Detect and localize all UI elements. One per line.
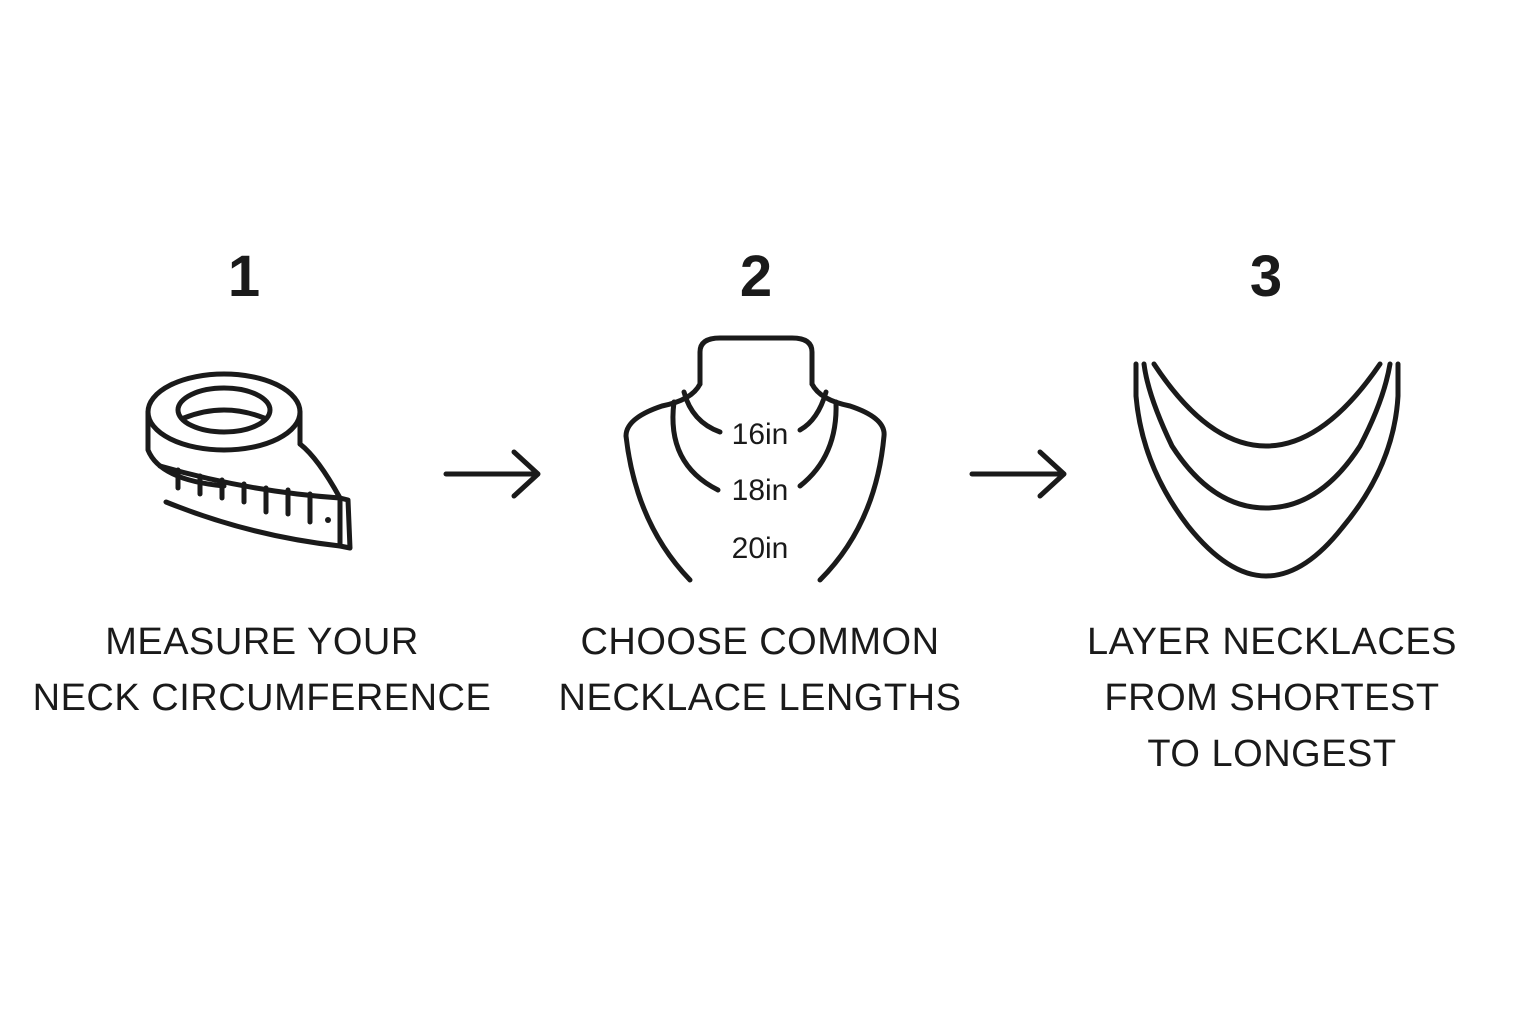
step-3-caption-line-2: FROM SHORTEST: [1104, 677, 1440, 719]
step-2-number: 2: [739, 244, 773, 309]
length-20in-label: 20in: [732, 532, 789, 565]
step-1-caption: MEASURE YOUR NECK CIRCUMFERENCE: [12, 614, 512, 726]
measuring-tape-icon: [145, 371, 353, 551]
step-1-caption-line-2: NECK CIRCUMFERENCE: [32, 677, 492, 719]
arrow-right-icon: [443, 449, 541, 499]
step-3-caption-line-3: TO LONGEST: [1147, 733, 1397, 775]
length-16in-label: 16in: [732, 418, 789, 451]
step-1-number: 1: [227, 244, 261, 309]
step-2-caption-line-1: CHOOSE COMMON: [580, 621, 940, 663]
layered-necklaces-icon: [1133, 361, 1401, 579]
necklace-bust-icon: 16in 18in 20in: [623, 335, 887, 583]
length-18in-label: 18in: [732, 474, 789, 507]
step-3-caption: LAYER NECKLACES FROM SHORTEST TO LONGEST: [1022, 614, 1522, 782]
arrow-right-icon: [969, 449, 1067, 499]
step-2-caption: CHOOSE COMMON NECKLACE LENGTHS: [510, 614, 1010, 726]
step-3-caption-line-1: LAYER NECKLACES: [1086, 621, 1458, 663]
step-3-number: 3: [1249, 244, 1283, 309]
step-2-caption-line-2: NECKLACE LENGTHS: [558, 677, 962, 719]
step-1-caption-line-1: MEASURE YOUR: [105, 621, 419, 663]
